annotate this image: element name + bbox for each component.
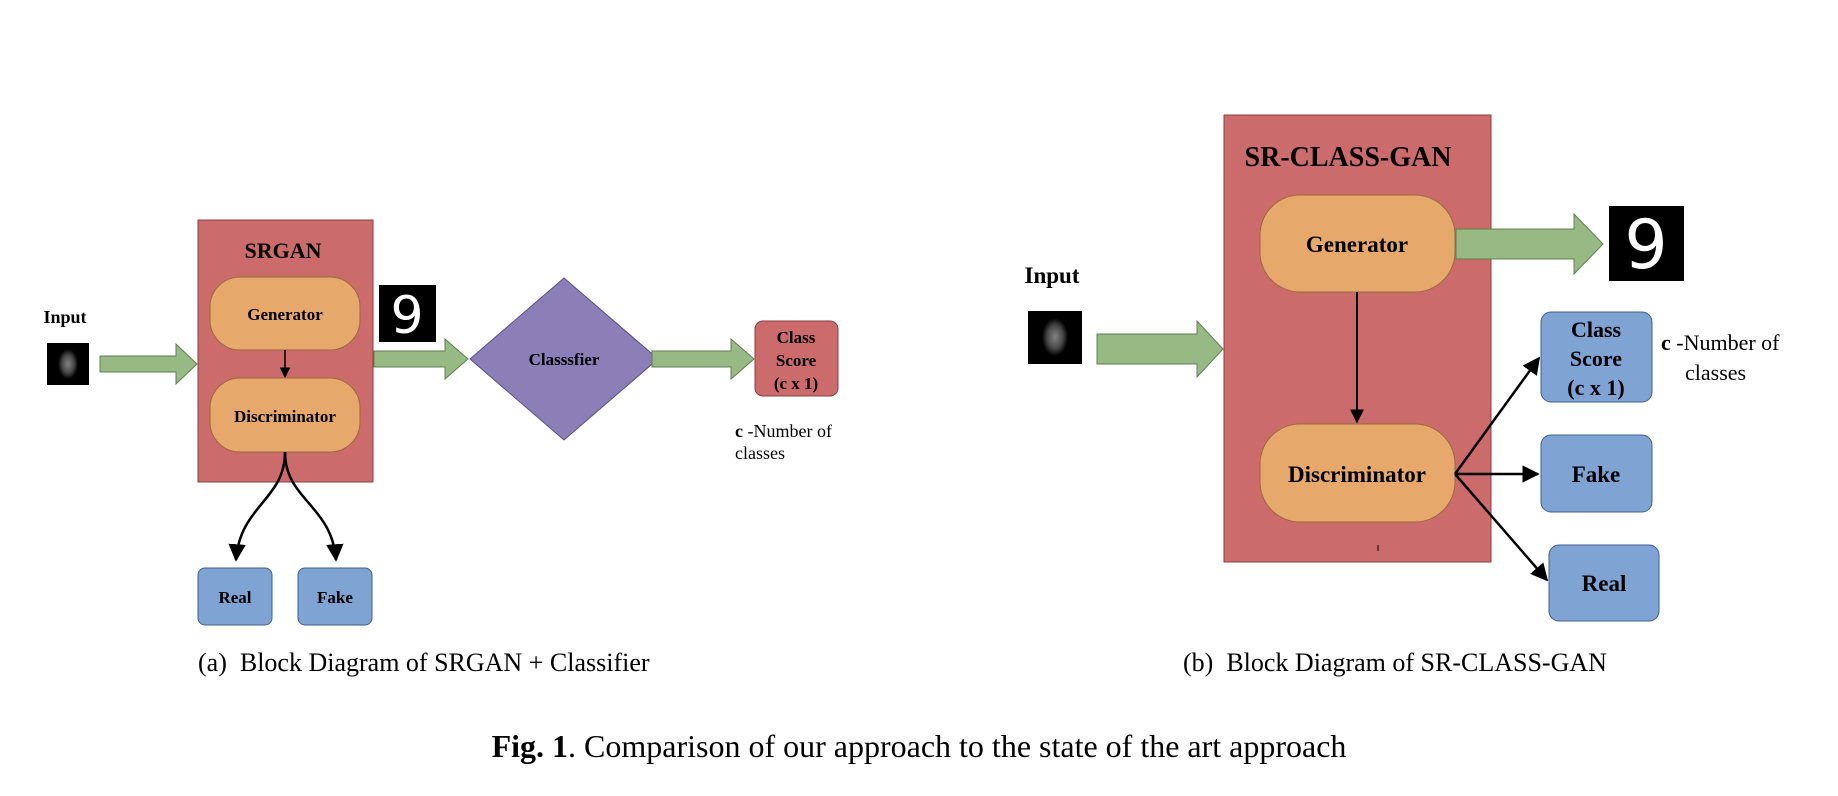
caption-a: (a) Block Diagram of SRGAN + Classifier bbox=[198, 648, 650, 677]
class-score-line2-b: Score bbox=[1570, 346, 1622, 371]
srclassgan-title: SR-CLASS-GAN bbox=[1245, 142, 1452, 173]
real-block-b bbox=[1548, 544, 1660, 622]
arrow-disc-to-real-b bbox=[1454, 473, 1549, 582]
arrow-classifier-to-score bbox=[651, 337, 755, 381]
class-score-line3-a: (c x 1) bbox=[774, 374, 818, 393]
real-label-a: Real bbox=[218, 588, 251, 607]
sr-output-image-b: 9 bbox=[1609, 206, 1684, 285]
fake-label-b: Fake bbox=[1572, 462, 1621, 487]
classifier-diamond bbox=[469, 277, 659, 441]
real-label-b: Real bbox=[1582, 571, 1627, 596]
input-image-a bbox=[47, 343, 89, 385]
arrow-srgan-to-classifier bbox=[373, 337, 469, 381]
note-line1-a: -Number of bbox=[743, 421, 832, 441]
diagram-a: Input SRGAN Generator Discriminator Real… bbox=[43, 219, 839, 626]
caption-b: (b) Block Diagram of SR-CLASS-GAN bbox=[1183, 648, 1607, 677]
arrow-input-to-srgan bbox=[99, 342, 198, 386]
class-score-line1-b: Class bbox=[1571, 317, 1622, 342]
fake-block-a bbox=[297, 567, 373, 626]
figure-caption-text: . Comparison of our approach to the stat… bbox=[568, 728, 1347, 764]
arrow-disc-to-real-a bbox=[228, 451, 287, 562]
class-score-block-b bbox=[1540, 311, 1653, 403]
class-score-block-a bbox=[754, 320, 839, 397]
note-c-b: c bbox=[1661, 330, 1671, 355]
input-label-b: Input bbox=[1025, 263, 1080, 288]
digit-b: 9 bbox=[1624, 206, 1667, 285]
note-c-a: c bbox=[735, 421, 743, 441]
class-score-line1-a: Class bbox=[777, 328, 816, 347]
arrow-disc-to-fake-a bbox=[283, 451, 344, 562]
input-label-a: Input bbox=[43, 307, 86, 327]
class-score-line3-b: (c x 1) bbox=[1567, 375, 1624, 400]
diagram-b: Input SR-CLASS-GAN Generator Discriminat… bbox=[1025, 114, 1684, 622]
generator-label-a: Generator bbox=[247, 305, 323, 324]
digit-a: 9 bbox=[390, 286, 423, 346]
note-line1-b: -Number of bbox=[1670, 330, 1780, 355]
fake-label-a: Fake bbox=[317, 588, 353, 607]
class-count-note-b: c -Number of classes bbox=[1661, 328, 1780, 388]
arrow-gen-to-output-b bbox=[1455, 212, 1604, 276]
arrow-disc-to-class-score-b bbox=[1453, 356, 1541, 475]
fake-block-b bbox=[1540, 434, 1653, 513]
note-line2-a: classes bbox=[735, 443, 785, 463]
sr-output-image-a: 9 bbox=[379, 285, 436, 346]
class-score-line2-a: Score bbox=[776, 351, 817, 370]
discriminator-label-a: Discriminator bbox=[234, 407, 336, 426]
generator-label-b: Generator bbox=[1306, 232, 1408, 257]
class-count-note-a: c -Number of classes bbox=[735, 420, 832, 464]
classifier-label: Classsfier bbox=[529, 350, 600, 369]
real-block-a bbox=[197, 567, 273, 626]
note-line2-b: classes bbox=[1685, 360, 1747, 385]
discriminator-label-b: Discriminator bbox=[1288, 462, 1426, 487]
figure-caption-label: Fig. 1 bbox=[491, 728, 569, 764]
figure-caption: Fig. 1. Comparison of our approach to th… bbox=[0, 728, 1838, 765]
srgan-title: SRGAN bbox=[244, 238, 321, 263]
arrow-input-to-srclassgan bbox=[1096, 319, 1224, 379]
input-image-b bbox=[1028, 311, 1082, 364]
